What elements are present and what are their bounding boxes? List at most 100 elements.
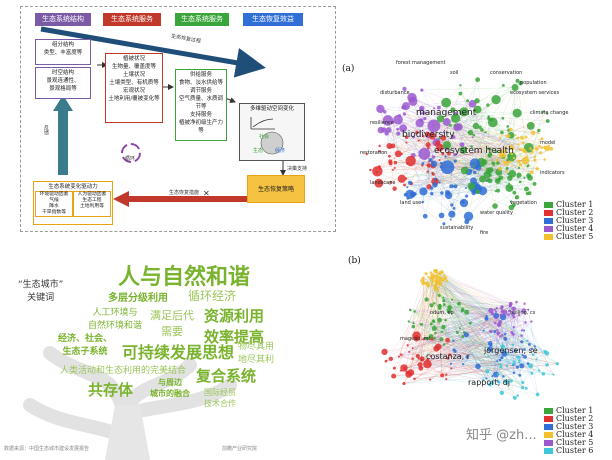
network-edge bbox=[404, 159, 431, 186]
network-edge bbox=[420, 332, 499, 369]
network-node bbox=[510, 186, 513, 190]
driver-env: 环境驱动因素 气候 降水 干旱指数等 bbox=[35, 191, 73, 217]
network-node bbox=[446, 356, 450, 360]
network-edge bbox=[447, 339, 546, 352]
network-edge bbox=[435, 280, 548, 366]
legend-label: Cluster 3 bbox=[556, 422, 594, 431]
network-edge bbox=[463, 111, 505, 152]
network-edge bbox=[432, 280, 505, 354]
legend-label: Cluster 4 bbox=[556, 430, 594, 439]
network-edge bbox=[437, 282, 489, 357]
network-node bbox=[421, 200, 424, 204]
header-benefit: 生态恢复效益 bbox=[243, 13, 303, 26]
network-edge bbox=[427, 278, 443, 360]
network-edge bbox=[509, 177, 535, 185]
network-node bbox=[524, 386, 528, 390]
network-edge bbox=[380, 100, 468, 110]
network-edge bbox=[380, 103, 473, 131]
network-edge bbox=[435, 280, 511, 307]
network-edge bbox=[435, 288, 451, 355]
network-edge bbox=[447, 125, 456, 168]
network-node bbox=[518, 163, 523, 167]
network-node bbox=[419, 356, 425, 362]
source-left: 数据来源：中国生态城市建设发展报告 bbox=[4, 446, 90, 452]
network-node bbox=[505, 183, 514, 192]
network-node bbox=[497, 380, 501, 384]
network-edge bbox=[393, 121, 509, 137]
network-node bbox=[445, 378, 448, 381]
network-edge bbox=[389, 125, 434, 147]
network-edge bbox=[449, 307, 464, 337]
network-node bbox=[502, 160, 506, 164]
network-edge bbox=[531, 353, 548, 374]
network-node bbox=[525, 155, 529, 158]
network-edge bbox=[433, 320, 491, 344]
network-edge bbox=[477, 366, 532, 374]
network-node bbox=[510, 200, 513, 203]
network-node bbox=[503, 379, 507, 384]
network-edge bbox=[473, 112, 518, 181]
network-node bbox=[517, 313, 521, 317]
network-node bbox=[382, 115, 394, 126]
network-edge bbox=[492, 313, 515, 362]
network-edge bbox=[439, 308, 493, 383]
network-node bbox=[429, 355, 432, 358]
network-edge bbox=[443, 297, 526, 323]
network-edge bbox=[412, 163, 442, 195]
network-node bbox=[485, 318, 488, 321]
network-edge bbox=[417, 336, 479, 367]
network-node bbox=[510, 311, 516, 317]
watermark: 知乎 @zh... bbox=[466, 428, 537, 443]
network-edge bbox=[450, 125, 533, 151]
network-edge bbox=[505, 334, 548, 354]
network-edge bbox=[423, 277, 558, 364]
network-b-legend-item: Cluster 4 bbox=[544, 430, 593, 439]
network-node bbox=[487, 153, 491, 156]
network-edge bbox=[508, 83, 521, 131]
network-node bbox=[434, 331, 437, 335]
network-edge bbox=[403, 351, 546, 384]
network-edge bbox=[408, 280, 448, 375]
network-edge bbox=[449, 354, 464, 365]
network-edge bbox=[502, 311, 521, 376]
network-node bbox=[453, 123, 457, 127]
network-node bbox=[512, 156, 516, 160]
network-edge bbox=[435, 179, 472, 187]
network-a-node-label: disturbance bbox=[380, 90, 410, 96]
network-edge bbox=[463, 111, 518, 114]
network-a-node-label: climate change bbox=[530, 110, 569, 116]
network-edge bbox=[477, 79, 488, 175]
network-node bbox=[430, 160, 438, 168]
network-node bbox=[411, 357, 414, 360]
network-node bbox=[439, 277, 442, 280]
network-node bbox=[408, 96, 418, 106]
network-node bbox=[496, 331, 501, 335]
network-node bbox=[521, 157, 530, 165]
legend-swatch bbox=[544, 218, 553, 224]
network-node bbox=[468, 99, 477, 108]
network-edge bbox=[435, 285, 506, 340]
network-edge bbox=[390, 163, 434, 175]
network-edge bbox=[439, 295, 497, 319]
network-node bbox=[405, 189, 415, 200]
policy-box: 生态恢复策略 bbox=[247, 175, 305, 203]
network-edge bbox=[416, 282, 439, 337]
network-node bbox=[449, 184, 454, 189]
network-node bbox=[523, 156, 526, 160]
network-node bbox=[449, 218, 452, 221]
network-edge bbox=[434, 328, 501, 365]
network-edge bbox=[480, 162, 528, 194]
network-edge bbox=[439, 319, 499, 325]
network-edge bbox=[504, 354, 509, 382]
network-a-legend-item: Cluster 1 bbox=[544, 200, 593, 209]
network-edge bbox=[504, 353, 531, 367]
network-edge bbox=[428, 285, 511, 304]
network-node bbox=[490, 381, 494, 385]
network-node bbox=[455, 331, 459, 334]
network-edge bbox=[445, 277, 529, 310]
network-edge bbox=[511, 332, 538, 395]
network-edge bbox=[414, 99, 497, 195]
network-node bbox=[535, 392, 540, 397]
network-edge bbox=[425, 273, 499, 382]
legend-label: Cluster 6 bbox=[556, 446, 594, 455]
